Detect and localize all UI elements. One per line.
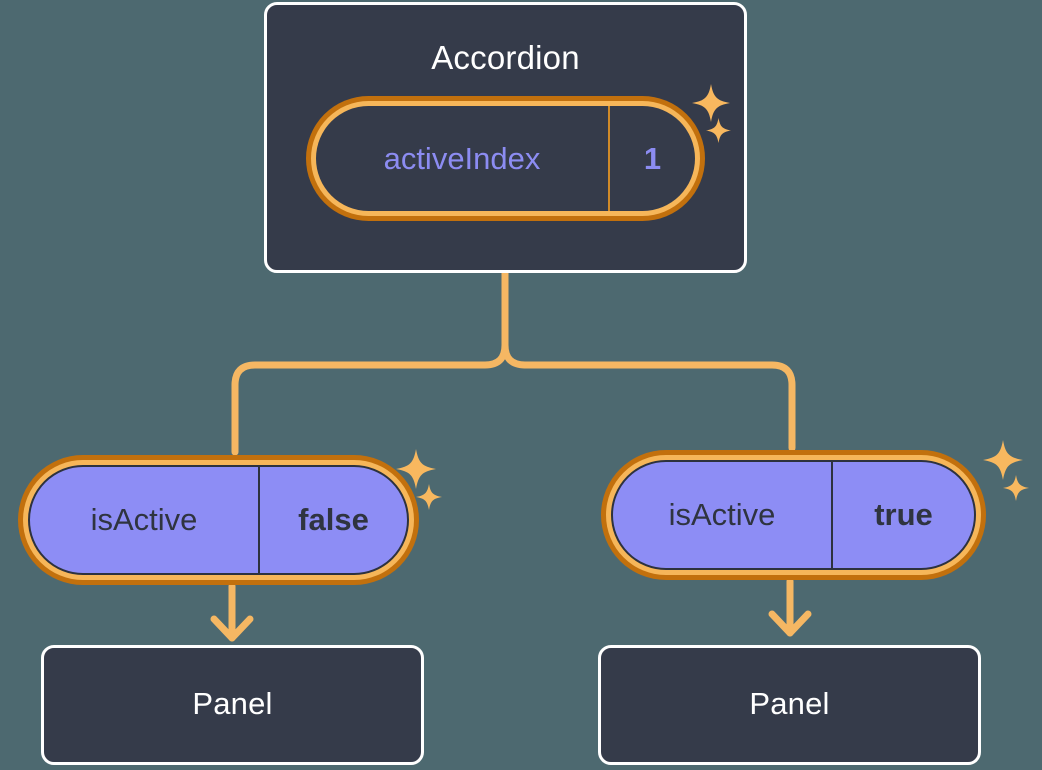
- pill-body: isActive false: [28, 465, 409, 575]
- state-key-is-active-left: isActive: [30, 467, 260, 573]
- panel-title-left: Panel: [192, 686, 273, 721]
- state-value-is-active-left: false: [298, 502, 369, 537]
- panel-component-right[interactable]: Panel: [598, 645, 981, 765]
- sparkle-small-icon: [1003, 475, 1029, 501]
- pill-inner-ring: isActive false: [23, 460, 414, 580]
- pill-inner-ring: isActive true: [606, 455, 981, 575]
- connector-split-to-left-pill: [231, 341, 509, 456]
- state-value-active-index: 1: [643, 140, 662, 176]
- state-key-active-index: activeIndex: [316, 106, 610, 211]
- sparkle-large-icon: [983, 440, 1023, 480]
- panel-title-right: Panel: [749, 686, 830, 721]
- pill-body: activeIndex 1: [316, 106, 695, 211]
- state-value-is-active-right: true: [874, 497, 933, 532]
- connector-root-to-split: [501, 269, 529, 369]
- state-key-is-active-right: isActive: [613, 462, 833, 568]
- state-pill-is-active-right[interactable]: isActive true: [601, 450, 986, 580]
- accordion-title: Accordion: [431, 39, 580, 76]
- panel-component-left[interactable]: Panel: [41, 645, 424, 765]
- state-pill-active-index[interactable]: activeIndex 1: [306, 96, 705, 221]
- arrowhead-left-icon: [210, 615, 254, 642]
- arrowhead-right-icon: [768, 610, 812, 637]
- pill-inner-ring: activeIndex 1: [311, 101, 700, 216]
- state-pill-is-active-left[interactable]: isActive false: [18, 455, 419, 585]
- connector-split-to-right-pill: [521, 361, 796, 452]
- sparkle-small-icon: [416, 484, 442, 510]
- pill-body: isActive true: [611, 460, 976, 570]
